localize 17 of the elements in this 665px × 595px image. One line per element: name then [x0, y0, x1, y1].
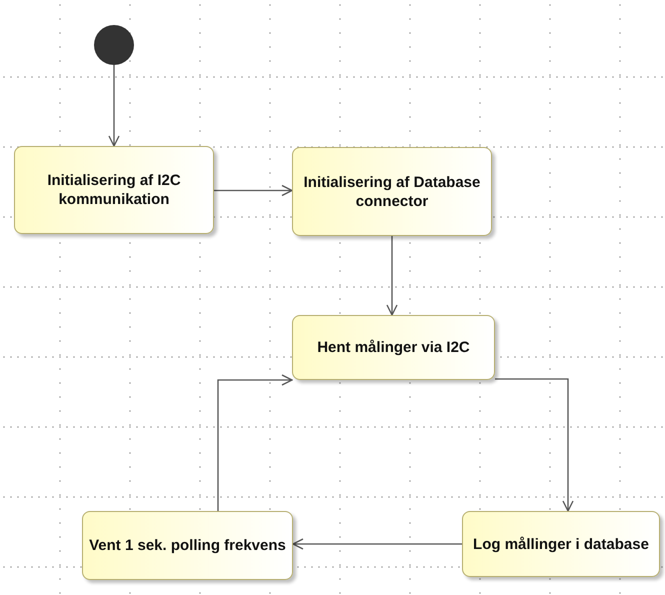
start-node	[94, 25, 134, 65]
action-box	[292, 147, 492, 236]
action-label: Initialisering af I2C kommunikation	[46, 171, 182, 209]
action-box	[82, 511, 293, 580]
arrow	[292, 538, 462, 550]
arrow	[108, 65, 120, 147]
arrow	[217, 374, 293, 511]
action-box	[14, 146, 214, 234]
action-label: Log mållinger i database	[473, 534, 649, 554]
arrow	[386, 236, 398, 316]
action-label: Hent målinger via I2C	[317, 338, 470, 357]
arrow	[214, 184, 293, 196]
action-box	[292, 315, 495, 380]
action-label: Vent 1 sek. polling frekvens	[89, 536, 286, 555]
action-label: Initialisering af Database connector	[302, 172, 482, 210]
arrow	[495, 378, 574, 512]
action-box	[462, 511, 660, 577]
